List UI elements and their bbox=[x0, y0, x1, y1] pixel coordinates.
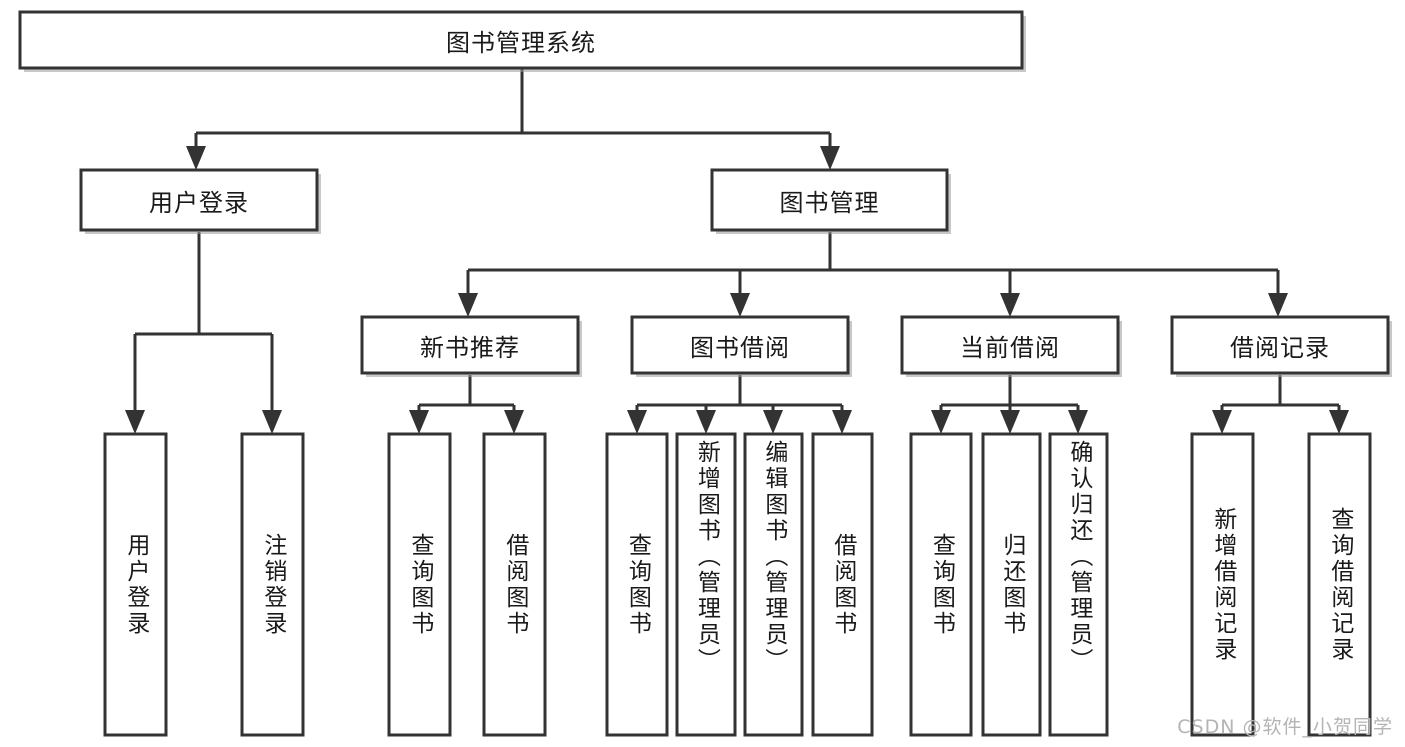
arrow-to-leaf-user-login bbox=[125, 410, 145, 434]
arrow-br-leaf1 bbox=[1212, 410, 1232, 434]
node-book-management[interactable] bbox=[710, 168, 949, 232]
leaf-bb-query-book[interactable] bbox=[605, 432, 669, 737]
arrow-to-book-mgmt bbox=[820, 146, 840, 170]
node-borrow-record[interactable] bbox=[1170, 315, 1390, 375]
arrow-bb-leaf1 bbox=[627, 410, 647, 434]
arrow-bb-leaf2 bbox=[696, 410, 716, 434]
node-user-login[interactable] bbox=[79, 168, 319, 232]
leaf-cb-query-book[interactable] bbox=[909, 432, 973, 737]
arrow-to-new-book bbox=[458, 293, 478, 317]
leaf-cb-return-book[interactable] bbox=[981, 432, 1042, 737]
node-new-book-recommend[interactable] bbox=[360, 315, 580, 375]
arrow-nb-leaf2 bbox=[504, 410, 524, 434]
node-group bbox=[18, 10, 1392, 737]
node-book-management-system[interactable] bbox=[18, 10, 1024, 70]
arrow-bb-leaf4 bbox=[832, 410, 852, 434]
leaf-br-add-record[interactable] bbox=[1190, 432, 1255, 737]
leaf-bb-borrow-book[interactable] bbox=[811, 432, 874, 737]
arrow-to-book-borrow bbox=[730, 293, 750, 317]
arrow-to-current-borrow bbox=[1000, 293, 1020, 317]
arrow-cb-leaf1 bbox=[931, 410, 951, 434]
leaf-logout[interactable] bbox=[240, 432, 305, 737]
arrow-nb-leaf1 bbox=[409, 410, 429, 434]
leaf-user-login[interactable] bbox=[103, 432, 168, 737]
leaf-br-query-record[interactable] bbox=[1307, 432, 1372, 737]
arrow-cb-leaf2 bbox=[1000, 410, 1020, 434]
leaf-bb-add-book[interactable] bbox=[675, 432, 737, 737]
arrow-cb-leaf3 bbox=[1068, 410, 1088, 434]
arrow-to-leaf-logout bbox=[262, 410, 282, 434]
leaf-cb-confirm-return[interactable] bbox=[1048, 432, 1109, 737]
leaf-bb-edit-book[interactable] bbox=[743, 432, 804, 737]
node-current-borrow[interactable] bbox=[900, 315, 1120, 375]
leaf-nb-query-book[interactable] bbox=[387, 432, 452, 737]
leaf-nb-borrow-book[interactable] bbox=[482, 432, 547, 737]
edge-group bbox=[125, 69, 1349, 434]
arrow-bb-leaf3 bbox=[763, 410, 783, 434]
arrow-to-user-login bbox=[186, 146, 206, 170]
node-book-borrow[interactable] bbox=[630, 315, 850, 375]
arrow-to-borrow-record bbox=[1268, 293, 1288, 317]
arrow-br-leaf2 bbox=[1329, 410, 1349, 434]
